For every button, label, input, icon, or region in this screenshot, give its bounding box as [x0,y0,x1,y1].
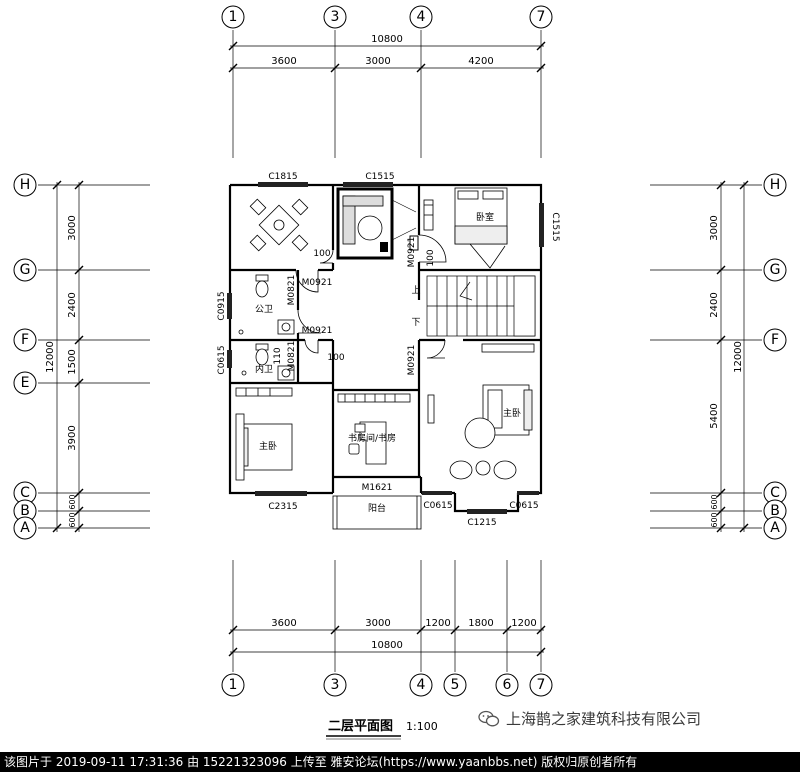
axis-label-left-c: C [20,485,30,501]
company-watermark: 上海鹊之家建筑科技有限公司 [478,708,701,729]
door-m0921-b: M0921 [302,326,333,336]
axis-label-top-7: 7 [537,9,546,25]
dim-left-3: 3900 [67,425,78,450]
balcony-rail [332,495,422,530]
bed-ne [423,187,508,269]
dim-100-c: 100 [426,249,436,266]
room-public-wc: 公卫 [255,304,273,315]
axis-label-bot-1: 1 [229,677,238,693]
floor-plan-drawing: 1 3 4 7 1 3 4 5 6 7 H G F E C B A H G F … [13,5,787,740]
window-c1815: C1815 [268,172,297,182]
dim-right-0: 3000 [709,215,720,240]
dim-left-1: 2400 [67,292,78,317]
wechat-icon [478,710,500,728]
axis-label-right-b: B [770,503,780,519]
axis-label-left-g: G [20,262,31,278]
dim-right-total: 12000 [733,341,744,373]
door-m1621: M1621 [362,483,393,493]
axis-label-bot-3: 3 [331,677,340,693]
axis-label-left-a: A [20,520,30,536]
dim-right-3: 600 [710,494,719,509]
dim-100-a: 100 [313,249,330,259]
door-m0821-a: M0821 [287,275,297,306]
dim-bot-3: 1800 [468,618,493,629]
dim-bot-1: 3000 [365,618,390,629]
axis-label-bot-7: 7 [537,677,546,693]
stairs-down-label: 下 [411,318,420,328]
door-m0921-a: M0921 [302,278,333,288]
windows [227,182,544,514]
axis-label-bot-5: 5 [451,677,460,693]
axis-label-left-e: E [21,375,30,391]
dim-bot-0: 3600 [271,618,296,629]
axis-label-right-h: H [770,177,781,193]
window-c0615-left: C0615 [217,345,227,374]
bed-se [427,343,535,449]
toilet-inner [241,343,295,381]
dim-right-2: 5400 [709,403,720,428]
staircase [426,275,536,337]
dim-left-0: 3000 [67,215,78,240]
window-c1515-right: C1515 [550,212,560,241]
room-inner-wc: 内卫 [255,363,273,375]
dim-bot-4: 1200 [511,618,536,629]
door-m0921-c: M0921 [407,237,417,268]
room-balcony: 阳台 [368,502,386,514]
dim-right-4: 600 [710,512,719,527]
watermark-text: 上海鹊之家建筑科技有限公司 [506,710,702,728]
axis-label-right-f: F [771,332,779,348]
door-m0821-b: M0821 [287,341,297,372]
dim-top-1: 3000 [365,56,390,67]
axis-label-right-g: G [770,262,781,278]
axis-label-right-c: C [770,485,780,501]
axis-label-top-4: 4 [417,9,426,25]
dim-left-5: 600 [68,512,77,527]
dim-100-b: 100 [327,353,344,363]
dim-top-0: 3600 [271,56,296,67]
drawing-title: 二层平面图 [328,719,393,734]
lounge-chairs [449,460,517,480]
room-study: 书房间/书房 [348,432,396,444]
dim-top-2: 4200 [468,56,493,67]
upload-footer: 该图片于 2019-09-11 17:31:36 由 15221323096 上… [0,752,800,772]
window-c2315: C2315 [268,502,297,512]
axis-label-top-1: 1 [229,9,238,25]
dim-right-1: 2400 [709,292,720,317]
dim-left-total: 12000 [45,341,56,373]
axis-label-left-h: H [20,177,31,193]
stairs-up-label: 上 [411,285,420,296]
room-bedroom-ne: 卧室 [476,211,494,223]
window-c0915: C0915 [217,291,227,320]
doors [295,234,447,493]
window-c1515-top: C1515 [365,172,394,182]
room-master-se: 主卧 [503,407,521,419]
drawing-scale: 1:100 [406,720,438,733]
dim-110: 110 [273,347,283,364]
axis-label-bot-4: 4 [417,677,426,693]
dim-left-4: 600 [68,494,77,509]
door-m0921-d: M0921 [407,345,417,376]
dim-left-2: 1500 [67,349,78,374]
window-c0615-b2: C0615 [509,501,538,511]
lounge-furniture [336,187,419,260]
axis-label-right-a: A [770,520,780,536]
room-master-sw: 主卧 [259,440,277,452]
window-c0615-b1: C0615 [423,501,452,511]
axis-label-top-3: 3 [331,9,340,25]
dim-top-total: 10800 [371,34,403,45]
window-c1215: C1215 [467,518,496,528]
axis-label-bot-6: 6 [503,677,512,693]
dining-table-furniture [249,198,309,252]
dim-bot-total: 10800 [371,640,403,651]
bed-sw [235,387,293,481]
study-desk [337,393,411,465]
toilet-public [238,274,295,335]
axis-label-left-f: F [21,332,29,348]
dim-bot-2: 1200 [425,618,450,629]
axis-label-left-b: B [20,503,30,519]
